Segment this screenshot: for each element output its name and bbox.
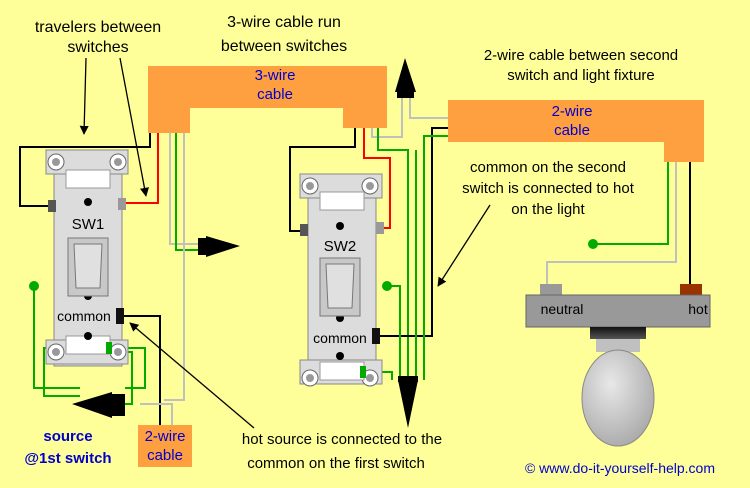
cable2-gray-up bbox=[371, 95, 403, 138]
sw2-ground bbox=[387, 285, 401, 380]
wire-nut-icon bbox=[395, 58, 416, 98]
sw2-red-traveler bbox=[363, 128, 391, 229]
two-wire-second-label-1: 2-wire cable between second bbox=[484, 47, 678, 64]
arrow-travelers-right bbox=[119, 57, 149, 197]
annotation-arrows bbox=[79, 57, 491, 429]
sw2-label: SW2 bbox=[324, 238, 357, 255]
ground-screw-icon bbox=[588, 239, 598, 249]
wire-nut-icon bbox=[398, 376, 418, 428]
two-wire-fixture-cable: 2-wire cable bbox=[448, 100, 704, 162]
hot-source-label-2: common on the first switch bbox=[247, 455, 425, 472]
three-wire-cable: 3-wire cable bbox=[148, 66, 387, 133]
source-label-1: source bbox=[43, 428, 92, 445]
fixture-cable-black-left bbox=[380, 127, 448, 337]
cable2-green bbox=[377, 128, 409, 380]
source-label-2: @1st switch bbox=[24, 450, 111, 467]
switch-2: SW2 common bbox=[299, 173, 384, 387]
fixture-cable-gray-left bbox=[409, 95, 448, 119]
wire-nuts bbox=[72, 58, 418, 428]
sw1-black-traveler bbox=[19, 133, 151, 207]
source-gray bbox=[140, 403, 173, 428]
sw1-label: SW1 bbox=[72, 216, 105, 233]
fixture-neutral bbox=[546, 162, 677, 285]
sw1-common-black bbox=[122, 315, 161, 428]
ground-screw-icon bbox=[29, 281, 39, 291]
arrow-hot-source bbox=[129, 322, 255, 429]
sw1-ground bbox=[33, 286, 80, 389]
two-wire-source-cable: 2-wire cable bbox=[138, 425, 192, 467]
travelers-label-1: travelers between bbox=[35, 19, 161, 36]
light-fixture: neutral hot bbox=[525, 284, 711, 447]
common-second-label-1: common on the second bbox=[470, 159, 626, 176]
common-second-label-2: switch is connected to hot bbox=[462, 180, 635, 197]
three-wire-cable-label-2: cable bbox=[257, 86, 293, 103]
sw1-common-label: common bbox=[57, 308, 111, 324]
arrow-travelers-left bbox=[79, 57, 89, 135]
fixture-cable-green-left bbox=[423, 135, 448, 380]
arrow-common-second bbox=[437, 204, 491, 287]
fixture-hot-label: hot bbox=[688, 301, 708, 317]
copyright-label: © www.do-it-yourself-help.com bbox=[525, 460, 715, 476]
source-cable-label-1: 2-wire bbox=[145, 428, 186, 445]
light-bulb-icon bbox=[581, 349, 655, 447]
wire-nut-icon bbox=[72, 392, 125, 418]
sw2-black-traveler bbox=[289, 128, 356, 232]
fixture-cable-label-1: 2-wire bbox=[552, 103, 593, 120]
three-wire-run-label-2: between switches bbox=[221, 38, 347, 55]
ground-screw-icon bbox=[382, 281, 392, 291]
three-wire-run-label-1: 3-wire cable run bbox=[227, 14, 341, 31]
sw2-common-label: common bbox=[313, 330, 367, 346]
fixture-cable-label-2: cable bbox=[554, 122, 590, 139]
travelers-label-2: switches bbox=[67, 39, 128, 56]
switch-1: SW1 common bbox=[45, 149, 129, 367]
annotations: travelers between switches 3-wire cable … bbox=[24, 14, 715, 476]
three-wire-cable-label-1: 3-wire bbox=[255, 67, 296, 84]
wires bbox=[19, 95, 691, 428]
fixture-neutral-label: neutral bbox=[541, 301, 584, 317]
two-wire-second-label-2: switch and light fixture bbox=[507, 67, 655, 84]
cable1-green-down bbox=[175, 133, 215, 251]
wire-nut-icon bbox=[198, 236, 240, 257]
hot-source-label-1: hot source is connected to the bbox=[242, 431, 442, 448]
common-second-label-3: on the light bbox=[511, 201, 585, 218]
fixture-ground bbox=[593, 162, 669, 245]
sw1-red-traveler bbox=[122, 133, 159, 204]
cable1-gray-down2 bbox=[164, 133, 185, 401]
source-cable-label-2: cable bbox=[147, 447, 183, 464]
